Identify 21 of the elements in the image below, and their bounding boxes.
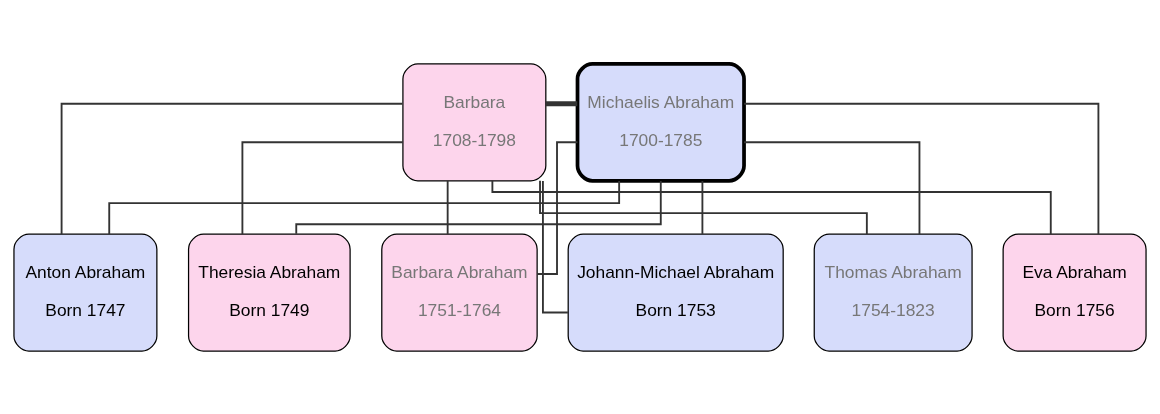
- node-box: Barbara Abraham 1751-1764: [381, 233, 538, 352]
- connector: [241, 140, 404, 235]
- connector: [743, 140, 921, 235]
- node-box: Barbara 1708-1798: [402, 62, 547, 181]
- node-box: Johann-Michael Abraham Born 1753: [567, 233, 784, 352]
- connector: [536, 140, 579, 275]
- connector: [701, 179, 704, 235]
- node-box: Anton Abraham Born 1747: [13, 233, 158, 352]
- node-box: Eva Abraham Born 1756: [1002, 233, 1147, 352]
- connector: [491, 179, 1052, 235]
- connector: [542, 179, 569, 313]
- connector: [108, 179, 621, 235]
- node-box: Theresia Abraham Born 1749: [187, 233, 351, 352]
- connector: [60, 102, 404, 235]
- connector: [743, 102, 1100, 235]
- connector: [539, 179, 868, 235]
- node-box: Michaelis Abraham 1700-1785: [575, 61, 746, 183]
- connector: [295, 179, 662, 235]
- connector: [446, 179, 449, 235]
- node-box: Thomas Abraham 1754-1823: [813, 233, 973, 352]
- connector: [545, 100, 578, 106]
